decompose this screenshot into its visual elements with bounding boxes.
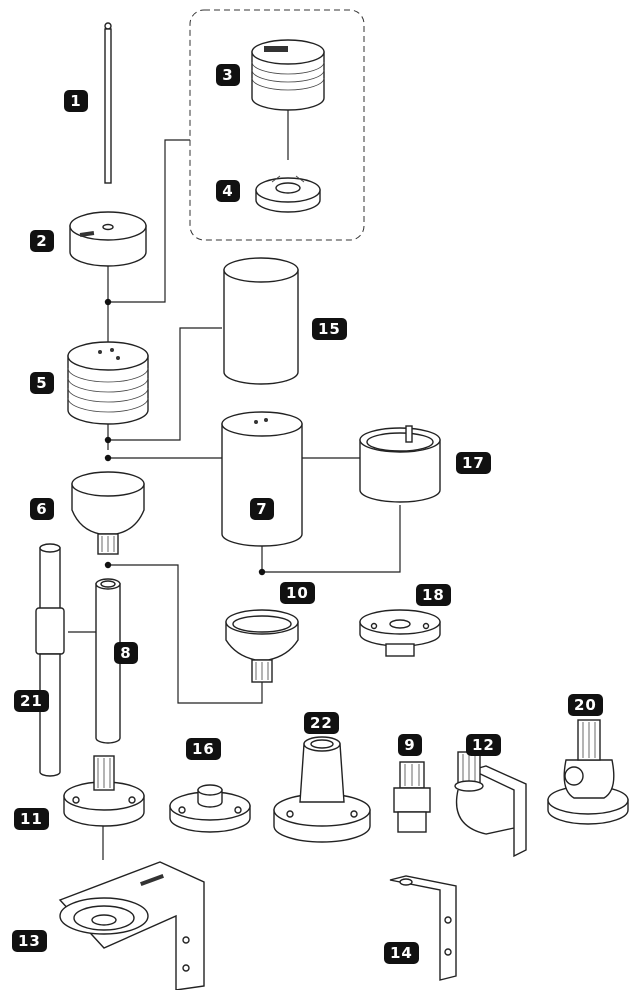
callout-8: 8 [114,642,138,664]
part-9-cable-gland [393,761,431,833]
callout-10: 10 [280,582,315,604]
part-5-buzzer-unit [67,341,149,425]
part-2-cap [69,211,147,267]
callout-9: 9 [398,734,422,756]
part-20-swivel-base [547,719,629,825]
callout-15: 15 [312,318,347,340]
callout-13: 13 [12,930,47,952]
callout-11: 11 [14,808,49,830]
part-11-base [63,755,145,827]
callout-22: 22 [304,712,339,734]
part-18-flange-plate [359,609,441,657]
part-12-wall-mount [454,751,527,858]
part-8-pipe [95,578,121,744]
connector-lines [68,110,413,860]
part-21-extension-pole [35,543,65,777]
part-1-rod [104,22,112,184]
callout-7: 7 [250,498,274,520]
part-7-body-housing [221,411,303,547]
callout-2: 2 [30,230,54,252]
callout-4: 4 [216,180,240,202]
callout-21: 21 [14,690,49,712]
part-17-cup-adapter [359,425,441,503]
callout-12: 12 [466,734,501,756]
callout-14: 14 [384,942,419,964]
callout-20: 20 [568,694,603,716]
callout-6: 6 [30,498,54,520]
callout-16: 16 [186,738,221,760]
part-13-large-bracket [58,861,205,990]
callout-18: 18 [416,584,451,606]
part-16-base [169,784,251,833]
part-15-cover-tube [223,257,299,385]
part-3-light-module [251,39,325,111]
callout-3: 3 [216,64,240,86]
callout-17: 17 [456,452,491,474]
optional-parts-dashed-box [189,9,365,241]
callout-5: 5 [30,372,54,394]
part-10-base-adapter [225,609,299,683]
part-14-l-bracket [389,875,457,981]
callout-1: 1 [64,90,88,112]
part-22-tall-base [273,736,371,843]
part-6-body-module [71,471,145,555]
part-4-terminal-ring [255,175,321,213]
